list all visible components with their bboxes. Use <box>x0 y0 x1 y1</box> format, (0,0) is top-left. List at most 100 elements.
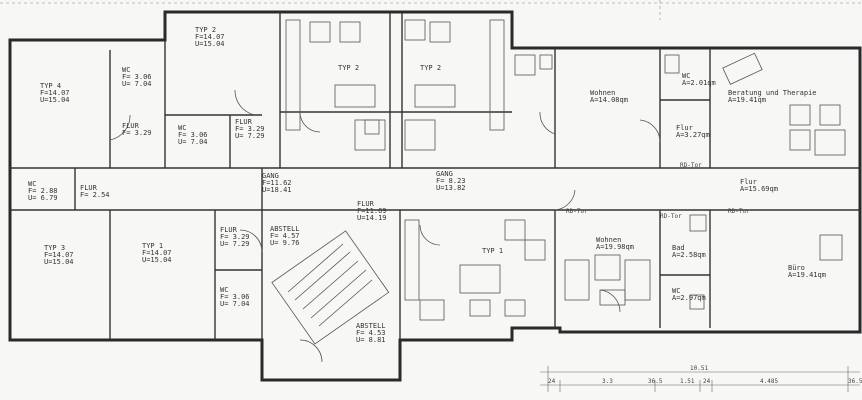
room-label-line: WC <box>122 66 130 74</box>
marker-rd-1: RD-Tor <box>680 162 702 169</box>
room-label-line: TYP 1 <box>142 242 163 250</box>
room-label-line: U= 7.04 <box>220 300 250 308</box>
room-label-line: U= 7.29 <box>220 240 250 248</box>
marker-rd-4: RD-Tor <box>728 208 750 215</box>
room-label-line: Bad <box>672 244 685 252</box>
room-label-line: F= 8.23 <box>436 177 466 185</box>
room-label-line: FLUR <box>80 184 98 192</box>
room-label-line: U=18.41 <box>262 186 292 194</box>
room-label-line: F=11.62 <box>262 179 292 187</box>
room-label-line: F= 4.57 <box>270 232 300 240</box>
dimension-segment: 3.3 <box>602 378 613 385</box>
room-label-line: F=14.07 <box>40 89 70 97</box>
room-label-line: A=19.41qm <box>788 271 826 279</box>
room-label-line: F=14.07 <box>142 249 172 257</box>
room-label-line: TYP 2 <box>195 26 216 34</box>
room-label-line: U= 9.76 <box>270 239 300 247</box>
room-label-line: F= 4.53 <box>356 329 386 337</box>
room-label-line: A=3.27qm <box>676 131 710 139</box>
room-label-line: U= 7.29 <box>235 132 265 140</box>
room-label-line: Flur <box>740 178 757 186</box>
room-label-line: U=14.19 <box>357 214 387 222</box>
dimension-segment: 1.51 <box>680 378 695 385</box>
room-label-line: WC <box>672 287 680 295</box>
room-label-line: F=14.07 <box>44 251 74 259</box>
room-label-line: F= 3.06 <box>220 293 250 301</box>
room-label-line: A=2.01qm <box>682 79 716 87</box>
room-label-typ1-b: TYP 1 <box>482 247 503 255</box>
room-label-line: TYP 2 <box>420 64 441 72</box>
room-label-line: U= 6.79 <box>28 194 58 202</box>
room-label-line: WC <box>682 72 690 80</box>
room-label-line: U= 7.04 <box>178 138 208 146</box>
dimension-segment: 4.485 <box>760 378 778 385</box>
room-label-typ2-c: TYP 2 <box>420 64 441 72</box>
marker-rd-3: RD-Tor <box>660 213 682 220</box>
room-label-line: WC <box>178 124 186 132</box>
room-label-line: F= 3.29 <box>235 125 265 133</box>
room-label-line: ABSTELL <box>356 322 386 330</box>
room-label-line: F= 2.54 <box>80 191 110 199</box>
room-label-line: F= 3.29 <box>122 129 152 137</box>
room-label-line: GANG <box>262 172 279 180</box>
room-label-line: FLUR <box>220 226 238 234</box>
grid-lines <box>0 0 862 20</box>
room-label-line: F= 3.29 <box>220 233 250 241</box>
interior-walls <box>10 12 860 340</box>
room-label-line: F= 3.06 <box>122 73 152 81</box>
room-label-line: WC <box>220 286 228 294</box>
doors <box>109 89 661 363</box>
room-label-line: F=14.07 <box>195 33 225 41</box>
room-label-line: A=2.58qm <box>672 251 706 259</box>
room-label-line: TYP 3 <box>44 244 65 252</box>
room-label-line: A=14.08qm <box>590 96 628 104</box>
room-label-line: F= 2.88 <box>28 187 58 195</box>
room-label-line: U=15.04 <box>44 258 74 266</box>
dimension-segment: 36.5 <box>848 378 862 385</box>
marker-rd-2: RD-Tor <box>566 208 588 215</box>
room-label-line: U= 8.81 <box>356 336 386 344</box>
room-label-line: ABSTELL <box>270 225 300 233</box>
room-label-line: A=19.98qm <box>596 243 634 251</box>
room-label-line: Wohnen <box>590 89 615 97</box>
dimension-line <box>540 366 860 392</box>
room-label-line: TYP 4 <box>40 82 61 90</box>
room-label-line: U=15.04 <box>195 40 225 48</box>
dimension-total: 10.51 <box>690 365 708 372</box>
room-label-line: GANG <box>436 170 453 178</box>
room-label-line: Wohnen <box>596 236 621 244</box>
room-label-line: WC <box>28 180 36 188</box>
room-label-line: FLUR <box>357 200 375 208</box>
room-label-line: FLUR <box>235 118 253 126</box>
room-label-line: F=11.69 <box>357 207 387 215</box>
room-label-line: U=13.82 <box>436 184 466 192</box>
room-label-line: F= 3.06 <box>178 131 208 139</box>
